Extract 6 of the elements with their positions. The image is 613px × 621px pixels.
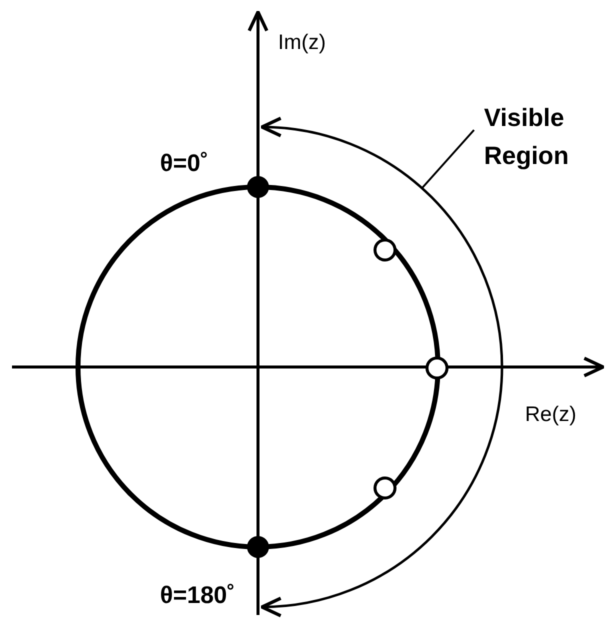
angle-label: θ=0˚ [160,150,208,179]
axis-label: Re(z) [525,402,576,428]
region-label: Visible Region [484,100,594,175]
angle-label: θ=180˚ [160,582,236,611]
leader-line [421,129,475,189]
axis-label: Im(z) [278,30,326,56]
